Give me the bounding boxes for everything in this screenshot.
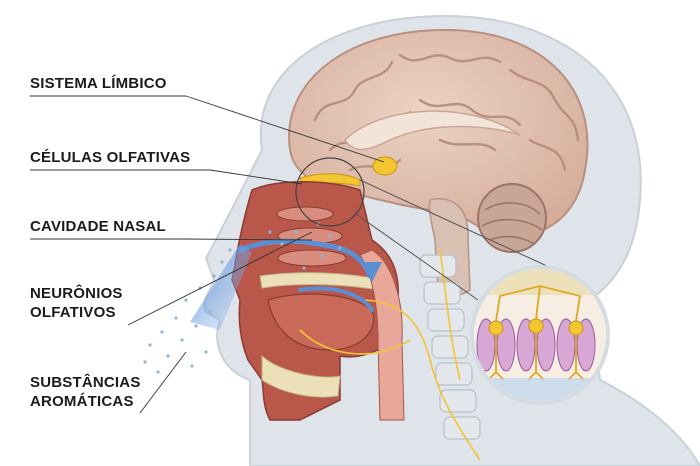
magnified-olfactory-epithelium xyxy=(470,265,610,405)
nerves xyxy=(299,249,481,461)
air-arrowhead xyxy=(360,262,382,282)
corpus-callosum xyxy=(344,110,521,151)
cervical-spine xyxy=(419,254,481,440)
magnifier-connector xyxy=(355,179,561,301)
label-nasal-cavity: CAVIDADE NASAL xyxy=(30,218,166,235)
focus-circle xyxy=(295,157,365,227)
label-limbic-system: SISTEMA LÍMBICO xyxy=(30,75,167,92)
aroma-plume xyxy=(190,244,252,330)
label-aromatic-substances-line2: AROMÁTICAS xyxy=(30,393,134,410)
label-olfactory-neurons-line1: NEURÔNIOS xyxy=(30,285,123,302)
cerebellum xyxy=(477,183,547,253)
label-aromatic-substances-line1: SUBSTÂNCIAS xyxy=(30,374,141,391)
jaw-bone xyxy=(261,354,341,398)
aroma-particles xyxy=(143,222,342,374)
leader-lines xyxy=(30,95,385,414)
label-olfactory-neurons-line2: OLFATIVOS xyxy=(30,304,116,321)
tongue xyxy=(267,293,375,351)
limbic-structure xyxy=(372,156,398,176)
label-olfactory-cells: CÉLULAS OLFATIVAS xyxy=(30,149,191,166)
